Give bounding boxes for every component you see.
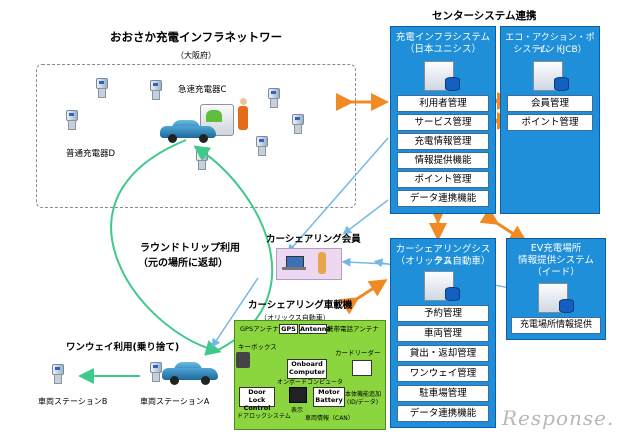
infra-item: 充電情報管理	[397, 133, 489, 150]
onboard-carshare-arrow	[339, 279, 388, 315]
eco-point-item: 会員管理	[507, 95, 593, 112]
eco-point-system-panel: エコ・アクション・ポイント システム （JCB） 会員管理 ポイント管理	[500, 26, 600, 214]
display-label: 表示	[291, 407, 304, 414]
charger-icon	[150, 80, 162, 100]
onboard-computer-box: Onboard Computer	[287, 359, 327, 379]
carsharing-system-panel: カーシェアリングシステム （オリックス自動車） 予約管理 車両管理 貸出・返却管…	[390, 238, 496, 428]
server-icon	[533, 61, 569, 91]
onboard-title: カーシェアリング車載機	[248, 300, 353, 311]
door-lock-line1: Door Lock	[248, 388, 266, 404]
infra-system-title: 充電インフラシステム	[395, 32, 491, 43]
carsharing-system-subtitle: （オリックス自動車）	[395, 256, 491, 267]
motor-line1: Motor	[318, 388, 340, 396]
infra-item: データ連携機能	[397, 190, 489, 207]
door-lock-box: Door Lock Control	[239, 387, 275, 412]
normal-charger-label: 普通充電器D	[66, 149, 116, 159]
onboard-computer-line1: Onboard	[291, 360, 323, 368]
ev-info-item: 充電場所情報提供	[511, 317, 601, 334]
infra-system-panel: 充電インフラシステム （日本ユニシス） 利用者管理 サービス管理 充電情報管理 …	[390, 26, 496, 214]
infra-member-arrow-2	[342, 199, 389, 235]
center-system-header: センターシステム連携	[432, 10, 537, 22]
carsharing-item: データ連携機能	[397, 405, 489, 422]
carsharing-item: 駐車場管理	[397, 385, 489, 402]
server-icon	[538, 283, 574, 313]
member-label: カーシェアリング会員	[266, 234, 361, 245]
carsharing-item: ワンウェイ管理	[397, 365, 489, 382]
motor-line2: Battery	[315, 396, 343, 404]
carsharing-item: 車両管理	[397, 325, 489, 342]
charger-icon	[96, 78, 108, 98]
station-b-label: 車両ステーションB	[38, 397, 108, 406]
onboard-subtitle: （オリックス自動車）	[260, 314, 330, 322]
gps-antenna-label: GPSアンテナ	[240, 325, 279, 333]
infra-item: 情報提供機能	[397, 152, 489, 169]
infra-ev-arrow	[479, 207, 528, 243]
ev-info-system-company: （イード）	[532, 267, 580, 278]
mobile-user-icon	[318, 252, 326, 274]
round-trip-sublabel: （元の場所に返却）	[138, 258, 228, 269]
ev-info-system-panel: EV充電場所 情報提供システム （イード） 充電場所情報提供	[506, 238, 606, 340]
motor-battery-box: Motor Battery	[313, 387, 345, 407]
onboard-computer-line2: Computer	[288, 368, 325, 376]
server-icon	[424, 61, 460, 91]
member-onboard-arrow	[211, 277, 259, 348]
carsharing-item: 予約管理	[397, 305, 489, 322]
charger-icon	[268, 88, 280, 108]
osaka-network-title: おおさか充電インフラネットワー	[110, 30, 283, 44]
door-lock-jp-label: ドアロックシステム	[237, 413, 291, 420]
laptop-base-icon	[282, 267, 306, 270]
card-reader-label: カードリーダー	[335, 349, 381, 357]
infra-system-subtitle: （日本ユニシス）	[404, 44, 481, 55]
charger-icon	[52, 364, 64, 384]
eco-point-system-title: エコ・アクション・ポイント	[505, 33, 595, 55]
internet-label-2: (ID/データ)	[347, 399, 379, 406]
charger-icon	[256, 136, 268, 156]
charger-icon	[66, 110, 78, 130]
internet-label-1: 本体機能追加	[345, 391, 382, 398]
key-box-icon	[236, 352, 250, 368]
server-icon	[424, 271, 460, 301]
one-way-label: ワンウェイ利用(乗り捨て)	[66, 342, 180, 353]
electric-car-icon	[162, 362, 218, 385]
eco-point-item: ポイント管理	[507, 114, 593, 131]
ev-info-system-title: EV充電場所	[530, 243, 582, 254]
fast-charger-screen-icon	[206, 110, 222, 122]
fast-charger-label: 急速充電器C	[178, 85, 227, 95]
infra-item: 利用者管理	[397, 95, 489, 112]
ev-info-system-subtitle: 情報提供システム	[518, 255, 594, 266]
electric-car-icon	[160, 120, 216, 143]
onboard-computer-jp-label: オンボードコンピュータ	[277, 379, 344, 386]
station-a-label: 車両ステーションA	[140, 397, 210, 406]
response-watermark-logo: Response.	[502, 406, 615, 430]
eco-point-system-subtitle: システム （JCB）	[513, 45, 587, 55]
person-icon	[240, 98, 247, 105]
person-body-icon	[238, 106, 248, 130]
mobile-antenna-label: 携帯電話アンテナ	[327, 325, 379, 333]
infra-member-arrow	[287, 137, 389, 254]
round-trip-label: ラウンドトリップ利用	[140, 243, 240, 254]
infra-item: サービス管理	[397, 114, 489, 131]
antenna-box: Antenna	[299, 324, 331, 334]
vehicle-info-label: 車両情報（CAN）	[305, 415, 354, 422]
door-lock-line2: Control	[243, 404, 271, 412]
key-box-label: キーボックス	[238, 343, 277, 351]
osaka-network-subtitle: （大阪府）	[176, 51, 216, 60]
round-trip-loop	[110, 139, 222, 356]
gps-box: GPS	[279, 324, 298, 334]
charger-icon	[292, 114, 304, 134]
carsharing-system-title: カーシェアリングシステム	[395, 244, 491, 267]
card-reader-icon	[352, 360, 372, 376]
display-icon	[289, 387, 307, 403]
carsharing-item: 貸出・返却管理	[397, 345, 489, 362]
charger-icon	[150, 362, 162, 382]
osaka-network-area	[36, 64, 356, 208]
infra-item: ポイント管理	[397, 171, 489, 188]
